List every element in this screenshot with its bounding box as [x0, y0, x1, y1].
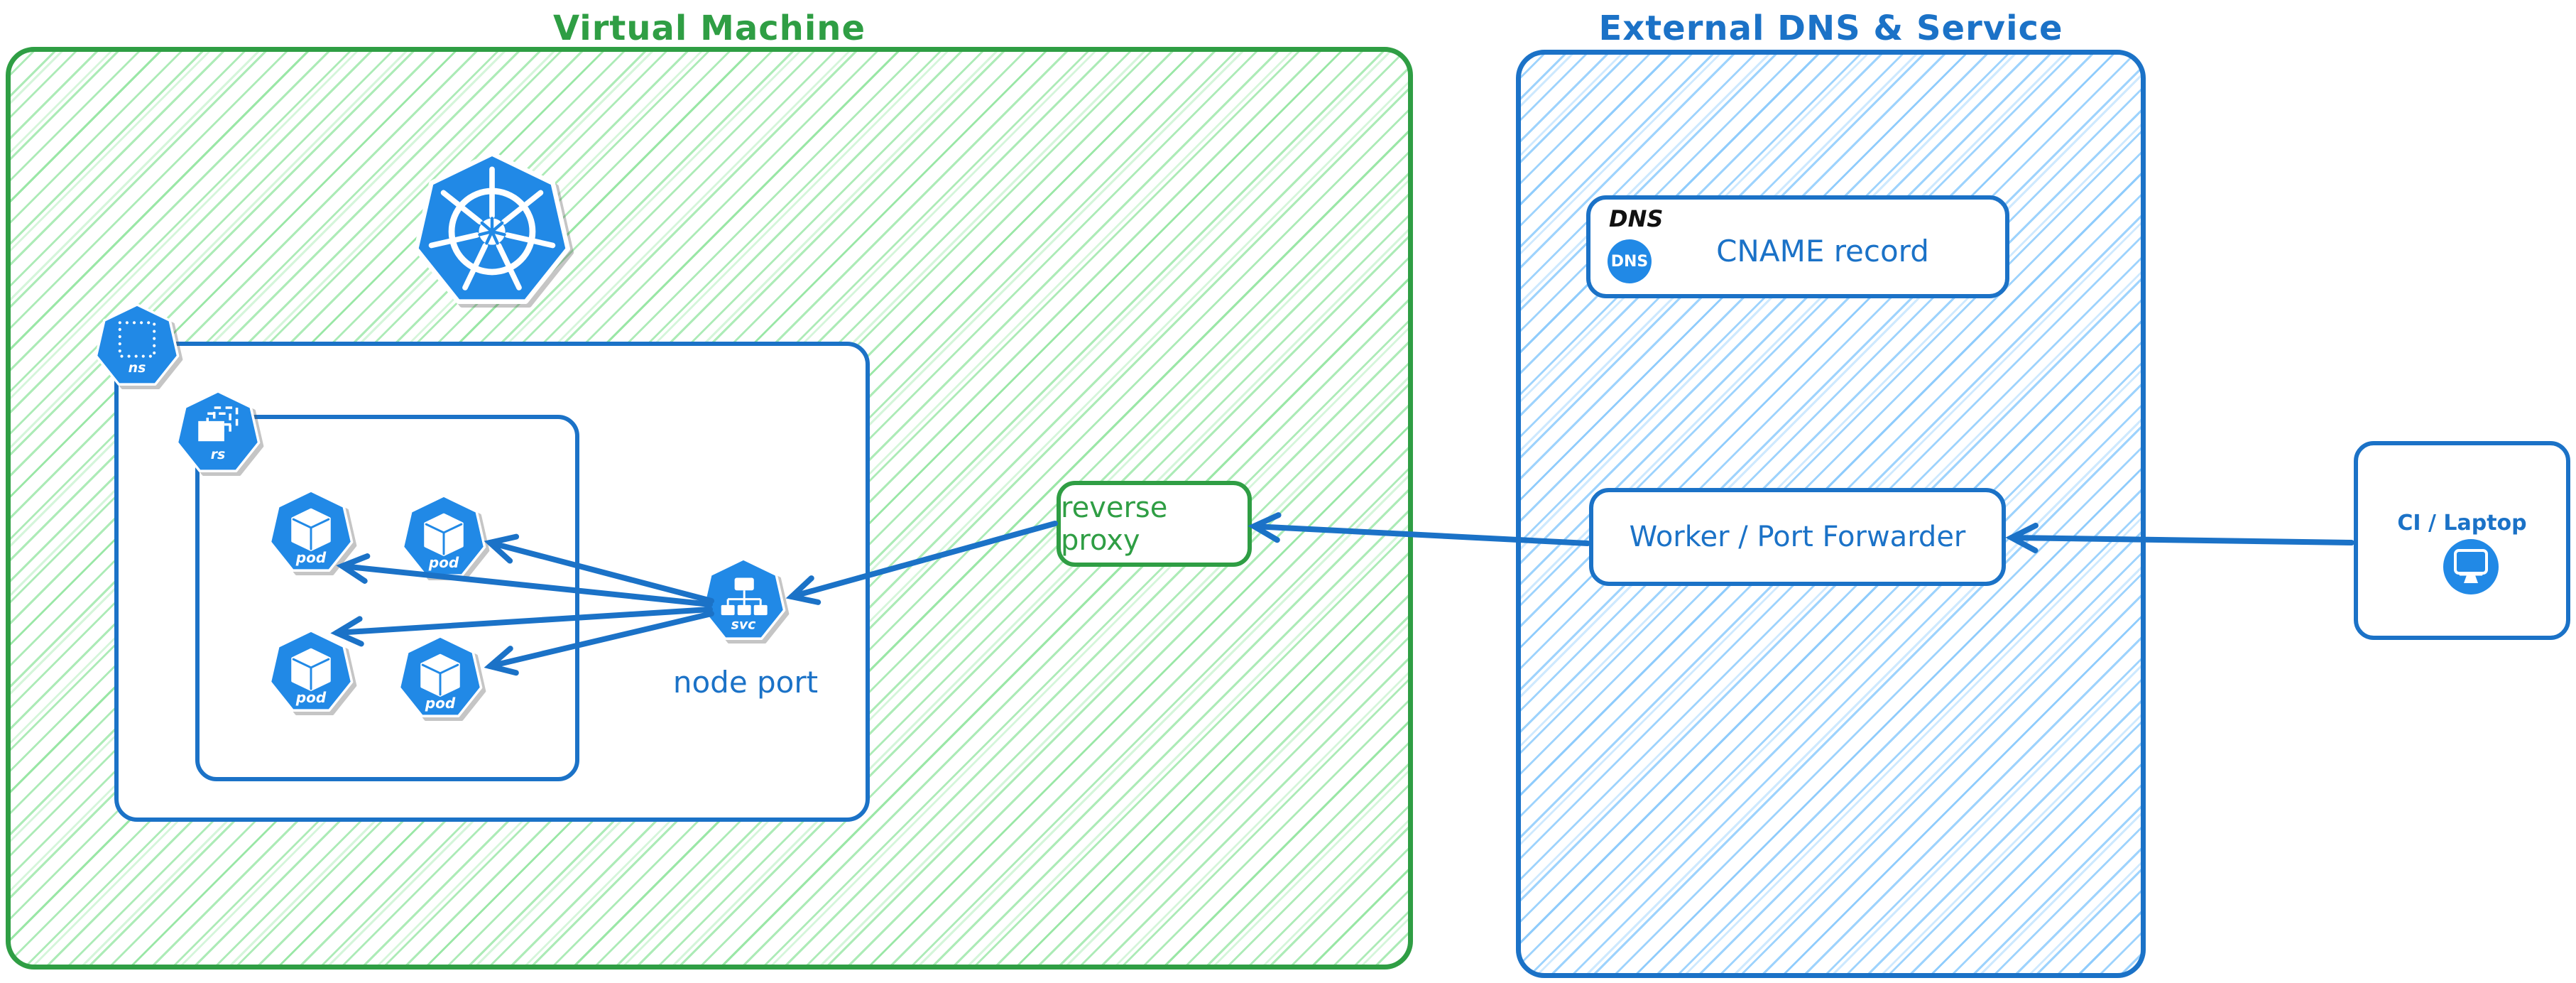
svg-text:pod: pod — [425, 695, 456, 712]
reverse-proxy-box: reverse proxy — [1057, 481, 1252, 567]
namespace-icon: ns — [94, 303, 180, 386]
client-label: CI / Laptop — [2397, 511, 2527, 536]
dns-tag-label: DNS — [1609, 205, 1664, 232]
dns-badge-label: DNS — [1610, 252, 1649, 271]
cname-record-label: CNAME record — [1716, 234, 1929, 268]
pod-icon: pod — [268, 629, 354, 712]
svg-text:pod: pod — [295, 549, 327, 566]
vm-frame-label: Virtual Machine — [552, 9, 866, 48]
monitor-icon — [2454, 549, 2488, 583]
dns-badge-icon: DNS — [1608, 239, 1652, 283]
service-icon-label: svc — [731, 617, 756, 633]
worker-box: Worker / Port Forwarder — [1589, 488, 2006, 586]
dns-record-box: DNS DNS CNAME record — [1586, 195, 2009, 298]
replicaset-icon: rs — [175, 390, 261, 472]
external-dns-frame-label: External DNS & Service — [1598, 9, 2063, 48]
svg-text:pod: pod — [428, 554, 459, 571]
replicaset-icon-label: rs — [211, 447, 226, 462]
reverse-proxy-label: reverse proxy — [1061, 491, 1168, 557]
namespace-icon-label: ns — [129, 360, 146, 376]
client-box: CI / Laptop — [2354, 441, 2570, 640]
node-port-label: node port — [672, 665, 819, 700]
pod-icon: pod — [401, 494, 486, 577]
service-icon: svc — [701, 558, 786, 640]
pod-icon: pod — [268, 489, 354, 572]
laptop-badge — [2443, 539, 2499, 594]
pod-icon: pod — [398, 635, 483, 717]
svg-text:pod: pod — [295, 689, 327, 706]
worker-label: Worker / Port Forwarder — [1629, 521, 1966, 553]
kubernetes-logo-icon — [410, 148, 574, 315]
